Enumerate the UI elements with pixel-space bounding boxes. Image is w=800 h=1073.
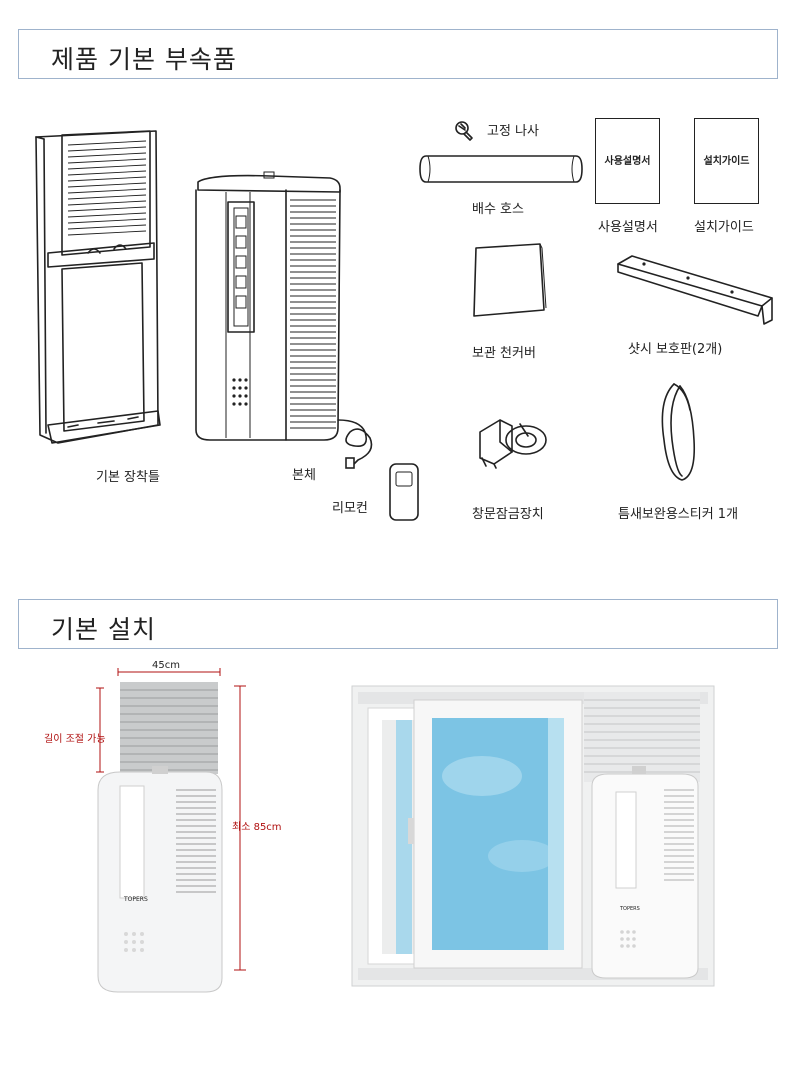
screw-icon bbox=[455, 121, 473, 141]
drain-hose-illustration bbox=[419, 155, 583, 183]
sash-protector-illustration bbox=[617, 255, 773, 325]
label-manual: 사용설명서 bbox=[598, 220, 658, 235]
label-window-lock: 창문잠금장치 bbox=[472, 507, 544, 522]
install-guide-document: 설치가이드 bbox=[694, 118, 759, 204]
ceiling-cover-illustration bbox=[473, 243, 547, 317]
label-body: 본체 bbox=[292, 468, 316, 483]
label-install-guide: 설치가이드 bbox=[694, 220, 754, 235]
label-ceiling-cover: 보관 천커버 bbox=[472, 346, 536, 361]
label-screw: 고정 나사 bbox=[487, 124, 539, 139]
frame-illustration bbox=[35, 130, 161, 444]
unit-dimension-photo bbox=[96, 668, 246, 993]
section-title: 기본 설치 bbox=[51, 615, 156, 644]
unit-body-illustration bbox=[195, 171, 373, 469]
brand-logo: TOPERS bbox=[124, 896, 148, 903]
section-header-install: 기본 설치 bbox=[18, 599, 778, 649]
section-header-accessories: 제품 기본 부속품 bbox=[18, 29, 778, 79]
remote-illustration bbox=[389, 463, 419, 521]
manual-document: 사용설명서 bbox=[595, 118, 660, 204]
section-title: 제품 기본 부속품 bbox=[51, 45, 237, 74]
gap-sticker-illustration bbox=[661, 383, 696, 481]
label-sash-protector: 샷시 보호판(2개) bbox=[628, 342, 723, 357]
dimension-adjustable: 길이 조절 가능 bbox=[44, 734, 106, 745]
window-install-photo bbox=[351, 685, 715, 987]
label-drain-hose: 배수 호스 bbox=[472, 202, 524, 217]
label-frame: 기본 장착틀 bbox=[96, 470, 160, 485]
dimension-width: 45cm bbox=[152, 660, 180, 671]
label-gap-sticker: 틈새보완용스티커 1개 bbox=[618, 507, 739, 522]
brand-logo-window: TOPERS bbox=[620, 906, 640, 912]
window-lock-illustration bbox=[479, 419, 547, 469]
label-remote: 리모컨 bbox=[332, 501, 368, 516]
dimension-min-height: 최소 85cm bbox=[232, 822, 282, 833]
